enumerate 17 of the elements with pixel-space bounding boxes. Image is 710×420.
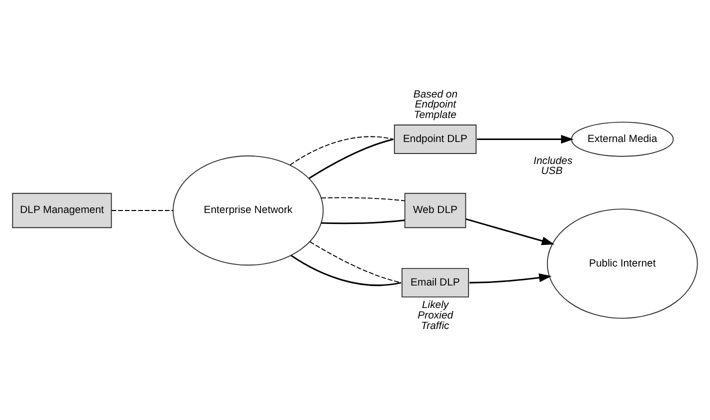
- node-label: Based on Endpoint Template: [413, 88, 458, 121]
- node-label: Includes USB: [534, 155, 572, 177]
- connector: [290, 254, 402, 286]
- node-label: Likely Proxied Traffic: [418, 300, 454, 332]
- node-ellipse: External Media: [571, 121, 674, 156]
- node-ellipse: Enterprise Network: [172, 154, 324, 266]
- connector: [320, 196, 406, 201]
- node-box: DLP Management: [12, 192, 112, 228]
- node-ellipse: Public Internet: [546, 208, 698, 318]
- node-box: Web DLP: [404, 192, 466, 228]
- connector: [290, 136, 394, 165]
- arrow: [477, 134, 574, 144]
- connector: [310, 240, 402, 283]
- connector: [308, 138, 394, 178]
- arrow: [469, 272, 552, 283]
- connector: [321, 218, 405, 224]
- arrow: [466, 218, 554, 245]
